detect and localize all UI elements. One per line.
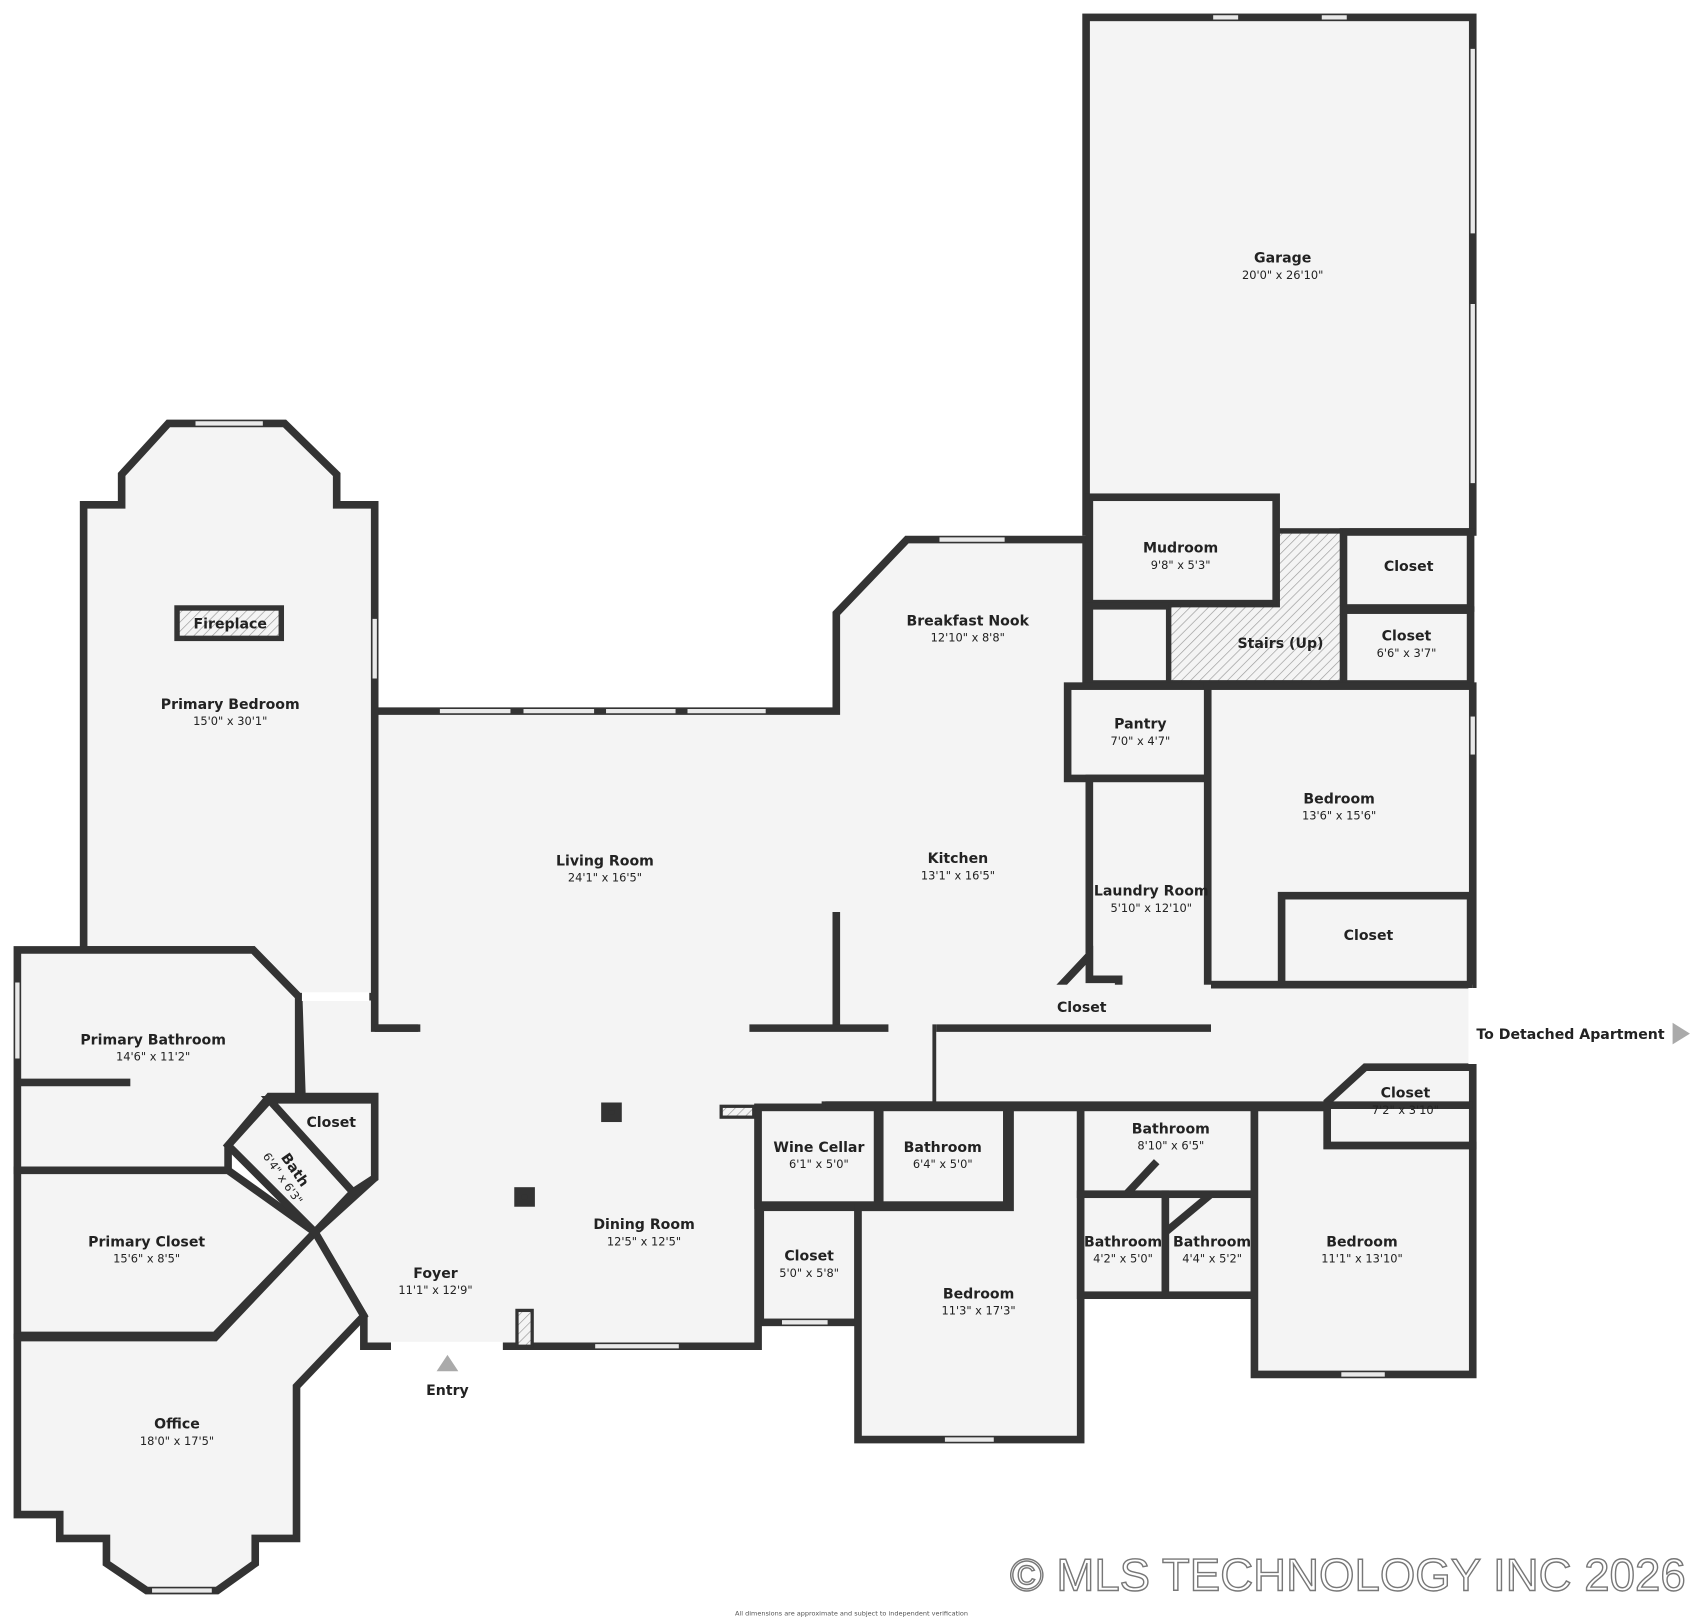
closet-stairs-label: Closet — [1382, 629, 1432, 645]
closet-laundry-label: Closet — [1057, 1000, 1107, 1016]
foyer-label: Foyer — [413, 1266, 458, 1282]
primary-bathroom-label: Primary Bathroom — [80, 1032, 226, 1048]
primary-bedroom-label: Primary Bedroom — [161, 697, 300, 713]
disclaimer: All dimensions are approximate and subje… — [735, 1609, 968, 1617]
room-labels: Garage 20'0" x 26'10" Mudroom 9'8" x 5'3… — [80, 251, 1439, 1448]
bedroom-3-dims: 11'1" x 13'10" — [1321, 1252, 1402, 1266]
bedroom-2-label: Bedroom — [943, 1286, 1014, 1302]
bathroom-4-dims: 4'4" x 5'2" — [1182, 1252, 1242, 1266]
closet-stairs-room — [1339, 606, 1475, 688]
living-room-dims: 24'1" x 16'5" — [568, 871, 642, 885]
garage-dims: 20'0" x 26'10" — [1242, 268, 1323, 282]
closet-bedroom-3-label: Closet — [1381, 1086, 1431, 1102]
primary-closet-label: Primary Closet — [88, 1234, 205, 1250]
fireplace-label: Fireplace — [194, 617, 267, 633]
closet-hall-dims: 5'0" x 5'8" — [779, 1266, 839, 1280]
stairs-hatch — [1168, 530, 1343, 684]
bedroom-1-dims: 13'6" x 15'6" — [1302, 809, 1376, 823]
laundry-room-dims: 5'10" x 12'10" — [1111, 901, 1192, 915]
mudroom-dims: 9'8" x 5'3" — [1151, 558, 1211, 572]
bathroom-2-label: Bathroom — [1132, 1121, 1210, 1137]
watermark: © MLS TECHNOLOGY INC 2026 — [1010, 1550, 1686, 1601]
garage-room — [1082, 13, 1477, 536]
triangle-right-icon — [1672, 1022, 1690, 1045]
closet-foyer-label: Closet — [306, 1115, 356, 1131]
walls — [15, 15, 1478, 1593]
kitchen-label: Kitchen — [928, 851, 989, 867]
bathroom-2-dims: 8'10" x 6'5" — [1137, 1139, 1204, 1153]
rooms — [13, 13, 1477, 1595]
closet-garage-label: Closet — [1384, 559, 1434, 575]
closet-foyer-room — [260, 1095, 379, 1198]
bathroom-3-dims: 4'2" x 5'0" — [1093, 1252, 1153, 1266]
triangle-up-icon — [436, 1354, 459, 1372]
stairs-label: Stairs (Up) — [1238, 636, 1324, 652]
pantry-dims: 7'0" x 4'7" — [1111, 734, 1171, 748]
living-room-label: Living Room — [556, 853, 654, 869]
mudroom-room — [1085, 493, 1280, 608]
closet-stairs-dims: 6'6" x 3'7" — [1377, 646, 1437, 660]
office-label: Office — [154, 1417, 200, 1433]
detached-apartment-label: To Detached Apartment — [1476, 1027, 1664, 1043]
bathroom-3-label: Bathroom — [1084, 1234, 1162, 1250]
stairs-landing — [1085, 602, 1174, 688]
fireplace-hatch — [174, 605, 285, 642]
dining-room-label: Dining Room — [593, 1217, 694, 1233]
breakfast-nook-label: Breakfast Nook — [906, 613, 1029, 629]
bedroom-2-dims: 11'3" x 17'3" — [941, 1304, 1015, 1318]
foyer-dims: 11'1" x 12'9" — [398, 1283, 472, 1297]
bathroom-1-label: Bathroom — [904, 1140, 982, 1156]
office-room — [13, 1225, 369, 1595]
closet-bedroom-1-label: Closet — [1344, 928, 1394, 944]
bedroom-3-label: Bedroom — [1326, 1234, 1397, 1250]
primary-closet-dims: 15'6" x 8'5" — [113, 1252, 180, 1266]
bathroom-1-dims: 6'4" x 5'0" — [913, 1157, 973, 1171]
kitchen-dims: 13'1" x 16'5" — [921, 868, 995, 882]
wine-cellar-label: Wine Cellar — [773, 1140, 864, 1156]
breakfast-nook-dims: 12'10" x 8'8" — [931, 631, 1005, 645]
bathroom-4-label: Bathroom — [1173, 1234, 1251, 1250]
closet-hall-label: Closet — [784, 1248, 834, 1264]
pantry-label: Pantry — [1114, 716, 1166, 732]
garage-label: Garage — [1254, 251, 1311, 267]
primary-bathroom-dims: 14'6" x 11'2" — [116, 1050, 190, 1064]
primary-bedroom-dims: 15'0" x 30'1" — [193, 714, 267, 728]
bedroom-1-label: Bedroom — [1303, 791, 1374, 807]
entry-label: Entry — [426, 1383, 469, 1399]
dining-room-dims: 12'5" x 12'5" — [607, 1234, 681, 1248]
bathroom-1-room — [875, 1103, 1011, 1209]
mudroom-label: Mudroom — [1143, 541, 1218, 557]
closet-bedroom-3-dims: 7'2" x 3'10" — [1372, 1103, 1439, 1117]
closet-garage-room — [1339, 528, 1475, 612]
wine-cellar-dims: 6'1" x 5'0" — [789, 1157, 849, 1171]
laundry-room-label: Laundry Room — [1094, 884, 1209, 900]
office-dims: 18'0" x 17'5" — [140, 1434, 214, 1448]
